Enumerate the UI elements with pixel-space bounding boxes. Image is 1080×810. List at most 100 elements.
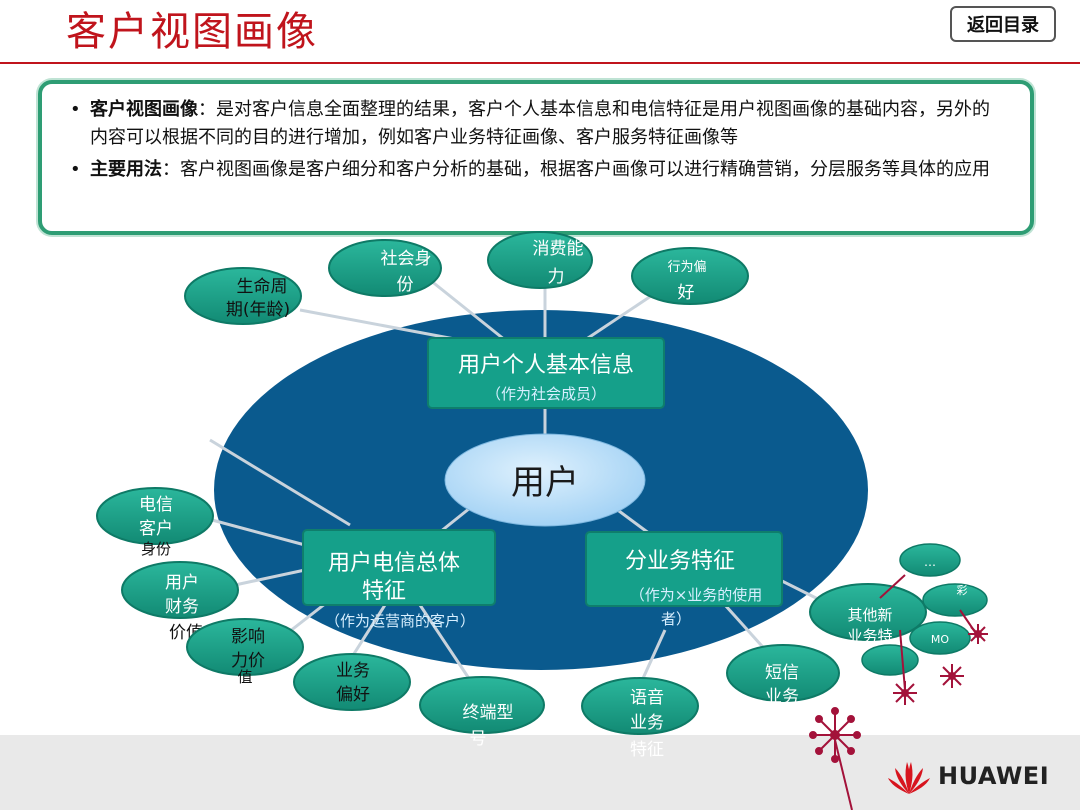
leaf-node (726, 644, 840, 702)
small-leaf-node (861, 644, 919, 676)
leaf-telecom-identity: 电信 客户 身份 (96, 487, 214, 558)
group-subtitle: （作为×业务的使用 (630, 586, 763, 604)
leaf-label: 电信 (139, 495, 173, 515)
small-node-mo: MO (909, 621, 971, 655)
connector-line (299, 308, 461, 342)
page-title: 客户视图画像 (66, 9, 318, 55)
leaf-lifecycle: 生命周 期(年龄) (184, 267, 302, 325)
leaf-label: 号 (470, 729, 487, 749)
connector-line (779, 578, 821, 602)
connector-line (614, 506, 651, 536)
huawei-petal-icon (888, 762, 930, 794)
small-leaf-node (909, 621, 971, 655)
footer-band (0, 735, 1080, 810)
leaf-label: 生命周 (237, 277, 288, 297)
info-bullet: • 主要用法：客户视图画像是客户细分和客户分析的基础，根据客户画像可以进行精确营… (68, 156, 1006, 184)
connector-line (429, 278, 506, 342)
title-divider (0, 62, 1080, 64)
group-subtitle: 者） (661, 610, 691, 628)
leaf-label: 财务 (165, 597, 199, 617)
leaf-node (328, 239, 442, 297)
flower-stem (899, 629, 906, 691)
back-to-contents-button[interactable]: 返回目录 (950, 6, 1056, 42)
leaf-label: 身份 (141, 540, 171, 558)
leaf-label: 好 (678, 283, 695, 303)
leaf-terminal-model: 终端型 号 (419, 676, 545, 749)
connector-line (234, 568, 306, 587)
info-box: • 客户视图画像：是对客户信息全面整理的结果，客户个人基本信息和电信特征是用户视… (38, 80, 1034, 235)
flower-icon (893, 681, 917, 705)
leaf-node (186, 618, 304, 676)
leaf-label: 终端型 (463, 703, 514, 723)
bullet-separator: ： (162, 159, 180, 180)
leaf-influence-value: 影响 力价 值 (186, 618, 304, 686)
leaf-label: 业务 (336, 661, 370, 681)
leaf-other-new-business: 其他新 业务特 征 (809, 583, 927, 666)
leaf-label: 短信 (765, 663, 799, 683)
connector-line (209, 438, 351, 527)
bullet-term: 客户视图画像 (90, 99, 198, 120)
leaf-label: 语音 (630, 688, 664, 708)
leaf-node (293, 653, 411, 711)
group-basic-info: 用户个人基本信息 （作为社会成员） (427, 337, 665, 409)
connector-line (584, 288, 661, 342)
connector-line (418, 604, 472, 681)
small-leaf-label: MO (931, 633, 949, 646)
group-box (302, 529, 496, 606)
leaf-label: 值 (237, 668, 252, 686)
flower-icon (968, 624, 988, 644)
leaf-voice-features: 语音 业务 特征 (581, 677, 699, 760)
leaf-label: 行为偏 (667, 260, 706, 275)
huawei-logo: HUAWEI (886, 752, 1049, 800)
flower-stem (879, 574, 906, 599)
bullet-text: 客户视图画像是客户细分和客户分析的基础，根据客户画像可以进行精确营销，分层服务等… (180, 159, 990, 180)
group-box (585, 531, 783, 607)
center-user-label: 用户 (511, 463, 579, 503)
leaf-node (631, 247, 749, 305)
bullet-dot: • (70, 159, 81, 180)
connector-line (211, 518, 306, 547)
connector-line (638, 629, 667, 686)
group-box (427, 337, 665, 409)
leaf-financial-value: 用户 财务 价值 (121, 561, 239, 643)
leaf-label: 期(年龄) (226, 300, 290, 320)
group-title: 用户电信总体 (328, 551, 460, 576)
group-telecom-features: 用户电信总体 特征 （作为运营商的客户） (302, 529, 496, 630)
leaf-label: 用户 (165, 573, 199, 593)
bullet-text: 是对客户信息全面整理的结果，客户个人基本信息和电信特征是用户视图画像的基础内容，… (90, 99, 990, 148)
leaf-node (419, 676, 545, 734)
leaf-label: 力价 (231, 651, 265, 671)
leaf-label: 业务 (630, 713, 664, 733)
connector-line (439, 506, 471, 534)
leaf-node (121, 561, 239, 619)
leaf-node (581, 677, 699, 735)
leaf-label: 其他新 (847, 606, 892, 624)
leaf-label: 份 (397, 275, 414, 295)
leaf-node (96, 487, 214, 545)
group-title: 特征 (362, 579, 406, 604)
leaf-label: 偏好 (336, 685, 370, 705)
center-user-node (444, 433, 646, 527)
decorative-flowers (809, 574, 988, 810)
group-service-features: 分业务特征 （作为×业务的使用 者） (585, 531, 783, 628)
group-title: 用户个人基本信息 (458, 353, 634, 378)
bullet-separator: ： (198, 99, 216, 120)
leaf-label: 消费能 (533, 239, 584, 259)
leaf-label: 业务特 (847, 627, 892, 645)
small-leaf-label: 彩 (957, 584, 968, 597)
leaf-sms-business: 短信 业务 (726, 644, 840, 707)
small-leaf-node (899, 543, 961, 577)
flower-stem (834, 739, 853, 810)
flower-icon (809, 707, 861, 763)
leaf-label: 力 (548, 267, 565, 287)
leaf-label: 社会身 (381, 249, 432, 269)
leaf-node (487, 231, 593, 289)
info-bullet: • 客户视图画像：是对客户信息全面整理的结果，客户个人基本信息和电信特征是用户视… (68, 96, 1006, 152)
leaf-label: 业务 (765, 687, 799, 707)
group-subtitle: （作为运营商的客户） (325, 612, 475, 630)
leaf-social-identity: 社会身 份 (328, 239, 442, 297)
leaf-label: 影响 (231, 627, 265, 647)
group-title: 分业务特征 (625, 549, 735, 574)
leaf-behavior-preference: 行为偏 好 (631, 247, 749, 305)
